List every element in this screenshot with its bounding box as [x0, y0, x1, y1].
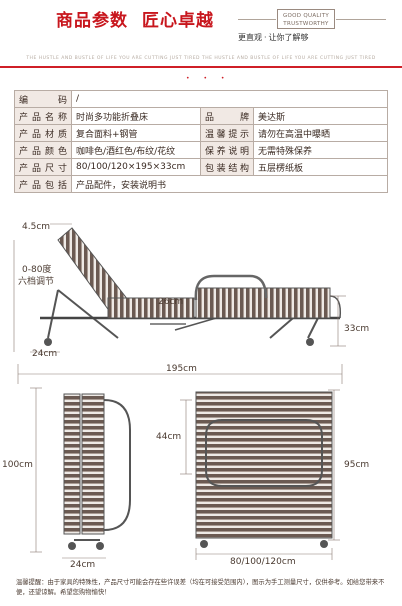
footnote: 温馨提醒：由于家具的特殊性，产品尺寸可能会存在些许误差（均在可接受范围内），图示… [16, 579, 385, 596]
dim-length: 195cm [166, 364, 197, 374]
spec-label: 产品材质 [14, 124, 72, 142]
spec-label: 产品包括 [14, 175, 72, 193]
page-title: 商品参数匠心卓越 [56, 6, 214, 31]
red-divider [0, 66, 402, 68]
spec-table: 编 码 / 产品名称 时尚多功能折叠床 品 牌 美达斯 产品材质 复合面料+钢管… [14, 90, 388, 193]
dim-leg: 24cm [32, 349, 58, 359]
table-row: 产品尺寸 80/100/120×195×33cm 包装结构 五层楞纸板 [14, 158, 388, 176]
dim-head-thickness: 4.5cm [22, 222, 51, 232]
spec-label: 温馨提示 [200, 124, 254, 142]
quality-badge: GOOD QUALITY TRUSTWORTHY [277, 9, 335, 29]
spec-value: 产品配件，安装说明书 [71, 175, 388, 193]
slogan-a: 更直观 [238, 33, 262, 42]
header-divider-right [336, 19, 386, 20]
spec-label: 品 牌 [200, 107, 254, 125]
dim-angle-steps: 六档调节 [18, 277, 55, 287]
dim-folded-height: 100cm [2, 460, 33, 470]
dim-folded-depth: 24cm [70, 560, 96, 570]
folded-front-view [195, 391, 333, 548]
side-dimension-lines [13, 223, 346, 384]
side-view-bed [40, 227, 342, 346]
brand-tagline: THE HUSTLE AND BUSTLE OF LIFE YOU ARE CU… [26, 56, 376, 61]
dim-frame-height: 33cm [344, 324, 370, 334]
title-right: 匠心卓越 [142, 11, 214, 31]
spec-label: 产品名称 [14, 107, 72, 125]
quality-slogan: 更直观·让你了解够 [238, 32, 309, 43]
folded-side-dimension-lines [30, 387, 106, 559]
table-row: 产品颜色 咖啡色/酒红色/布纹/花纹 保养说明 无需特殊保养 [14, 141, 388, 159]
header-divider-left [238, 19, 276, 20]
quality-line1: GOOD QUALITY [282, 13, 330, 19]
folded-side-view [63, 393, 131, 550]
dim-angle: 0-80度 [22, 265, 52, 275]
table-row: 产品包括 产品配件，安装说明书 [14, 175, 388, 193]
slogan-b: 让你了解够 [268, 33, 309, 42]
dim-widths: 80/100/120cm [230, 557, 296, 567]
dim-mid-height: 44cm [156, 432, 182, 442]
dim-total-height: 95cm [344, 460, 370, 470]
folded-front-dimension-lines [180, 389, 340, 560]
dim-mattress-height: 26cm [158, 297, 184, 307]
red-dots-ornament: • • • [186, 75, 231, 82]
quality-line2: TRUSTWORTHY [283, 21, 329, 27]
slogan-separator: · [264, 33, 267, 42]
title-left: 商品参数 [56, 11, 128, 31]
